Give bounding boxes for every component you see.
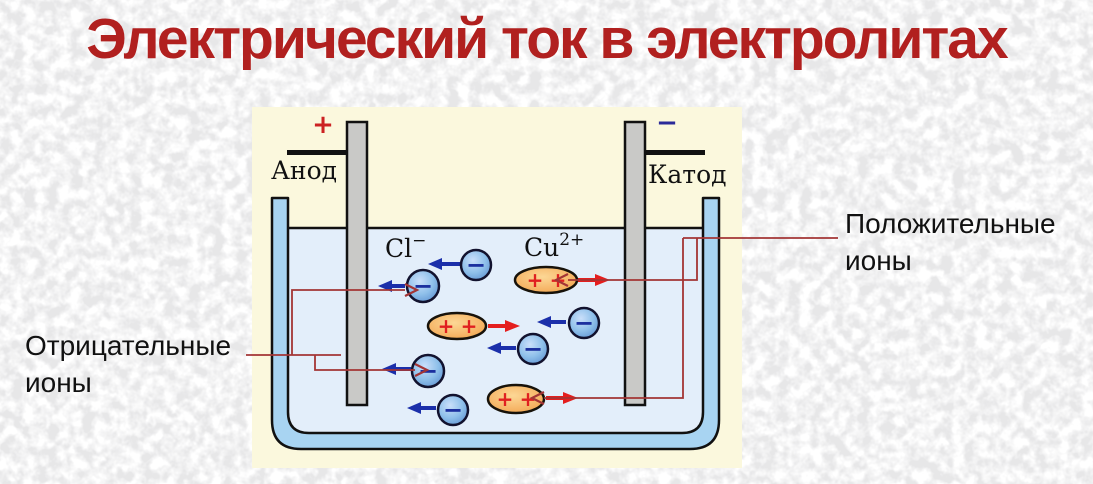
positive-ion: [426, 311, 488, 341]
anode-electrode: [345, 120, 369, 407]
positive-callout-branch-lower: [544, 238, 684, 399]
negative-ion-minus: −: [574, 309, 594, 337]
positive-ion: [486, 383, 546, 415]
negative-ions-label: Отрицательные ионы: [25, 327, 231, 401]
negative-callout-arrowhead: [414, 363, 430, 377]
cathode-label: Катод: [648, 160, 727, 189]
anode-plus-sign: +: [312, 110, 334, 140]
positive-callout-lines: [529, 237, 838, 405]
positive-ions-label-line2: ионы: [845, 245, 912, 276]
negative-ion: [436, 393, 470, 427]
negative-ion-minus: −: [413, 272, 433, 300]
negative-ions-label-line2: ионы: [25, 367, 92, 398]
negative-callout-branch-lower: [314, 355, 415, 371]
copper-charge: 2+: [559, 230, 584, 250]
copper-symbol: Cu: [524, 233, 559, 262]
negative-arrow-head: [378, 280, 392, 292]
positive-ion-plus: +: [497, 387, 514, 411]
positive-ions-label-line1: Положительные: [845, 208, 1056, 239]
cathode-electrode: [623, 120, 647, 407]
negative-ion: [459, 248, 493, 282]
negative-ion-minus: −: [418, 357, 438, 385]
negative-callout-arrowhead: [404, 283, 420, 297]
beaker: [270, 196, 721, 451]
negative-arrow-head: [537, 316, 551, 328]
negative-ions-label-line1: Отрицательные: [25, 330, 232, 361]
anode-label: Анод: [271, 156, 337, 185]
positive-ion: [513, 265, 579, 295]
positive-ion-plus: +: [438, 314, 455, 338]
positive-arrow-head: [505, 320, 520, 332]
negative-ion-minus: −: [523, 335, 543, 363]
chloride-charge: −: [412, 231, 426, 251]
negative-ion: [567, 306, 601, 340]
negative-arrow-head: [407, 402, 421, 414]
chloride-ion-label: Cl−: [385, 231, 426, 263]
cathode-minus-sign: −: [656, 108, 678, 138]
copper-ion-label: Cu2+: [524, 230, 584, 262]
negative-arrow-head: [382, 363, 396, 375]
positive-callout-arrowhead: [553, 273, 569, 287]
positive-ions-label: Положительные ионы: [845, 205, 1056, 279]
negative-ion-minus: −: [443, 396, 463, 424]
positive-ion-plus: +: [461, 314, 478, 338]
negative-arrow-head: [428, 258, 442, 270]
positive-ion-plus: +: [520, 387, 537, 411]
positive-ion-plus: +: [527, 268, 544, 292]
negative-ion-group: − − − − − −: [378, 248, 601, 427]
anode-wire: [287, 150, 347, 155]
positive-callout-branch-upper: [568, 238, 698, 281]
negative-ion-minus: −: [466, 251, 486, 279]
page-title: Электрический ток в электролитах: [86, 7, 1008, 71]
negative-ion: [410, 353, 446, 389]
cathode-wire: [645, 150, 705, 155]
negative-ion: [516, 332, 550, 366]
negative-callout-lines: [246, 283, 430, 377]
chloride-symbol: Cl: [385, 234, 412, 263]
negative-callout-branch-upper: [291, 289, 405, 355]
negative-arrow-head: [487, 342, 501, 354]
positive-callout-arrowhead: [529, 391, 545, 405]
